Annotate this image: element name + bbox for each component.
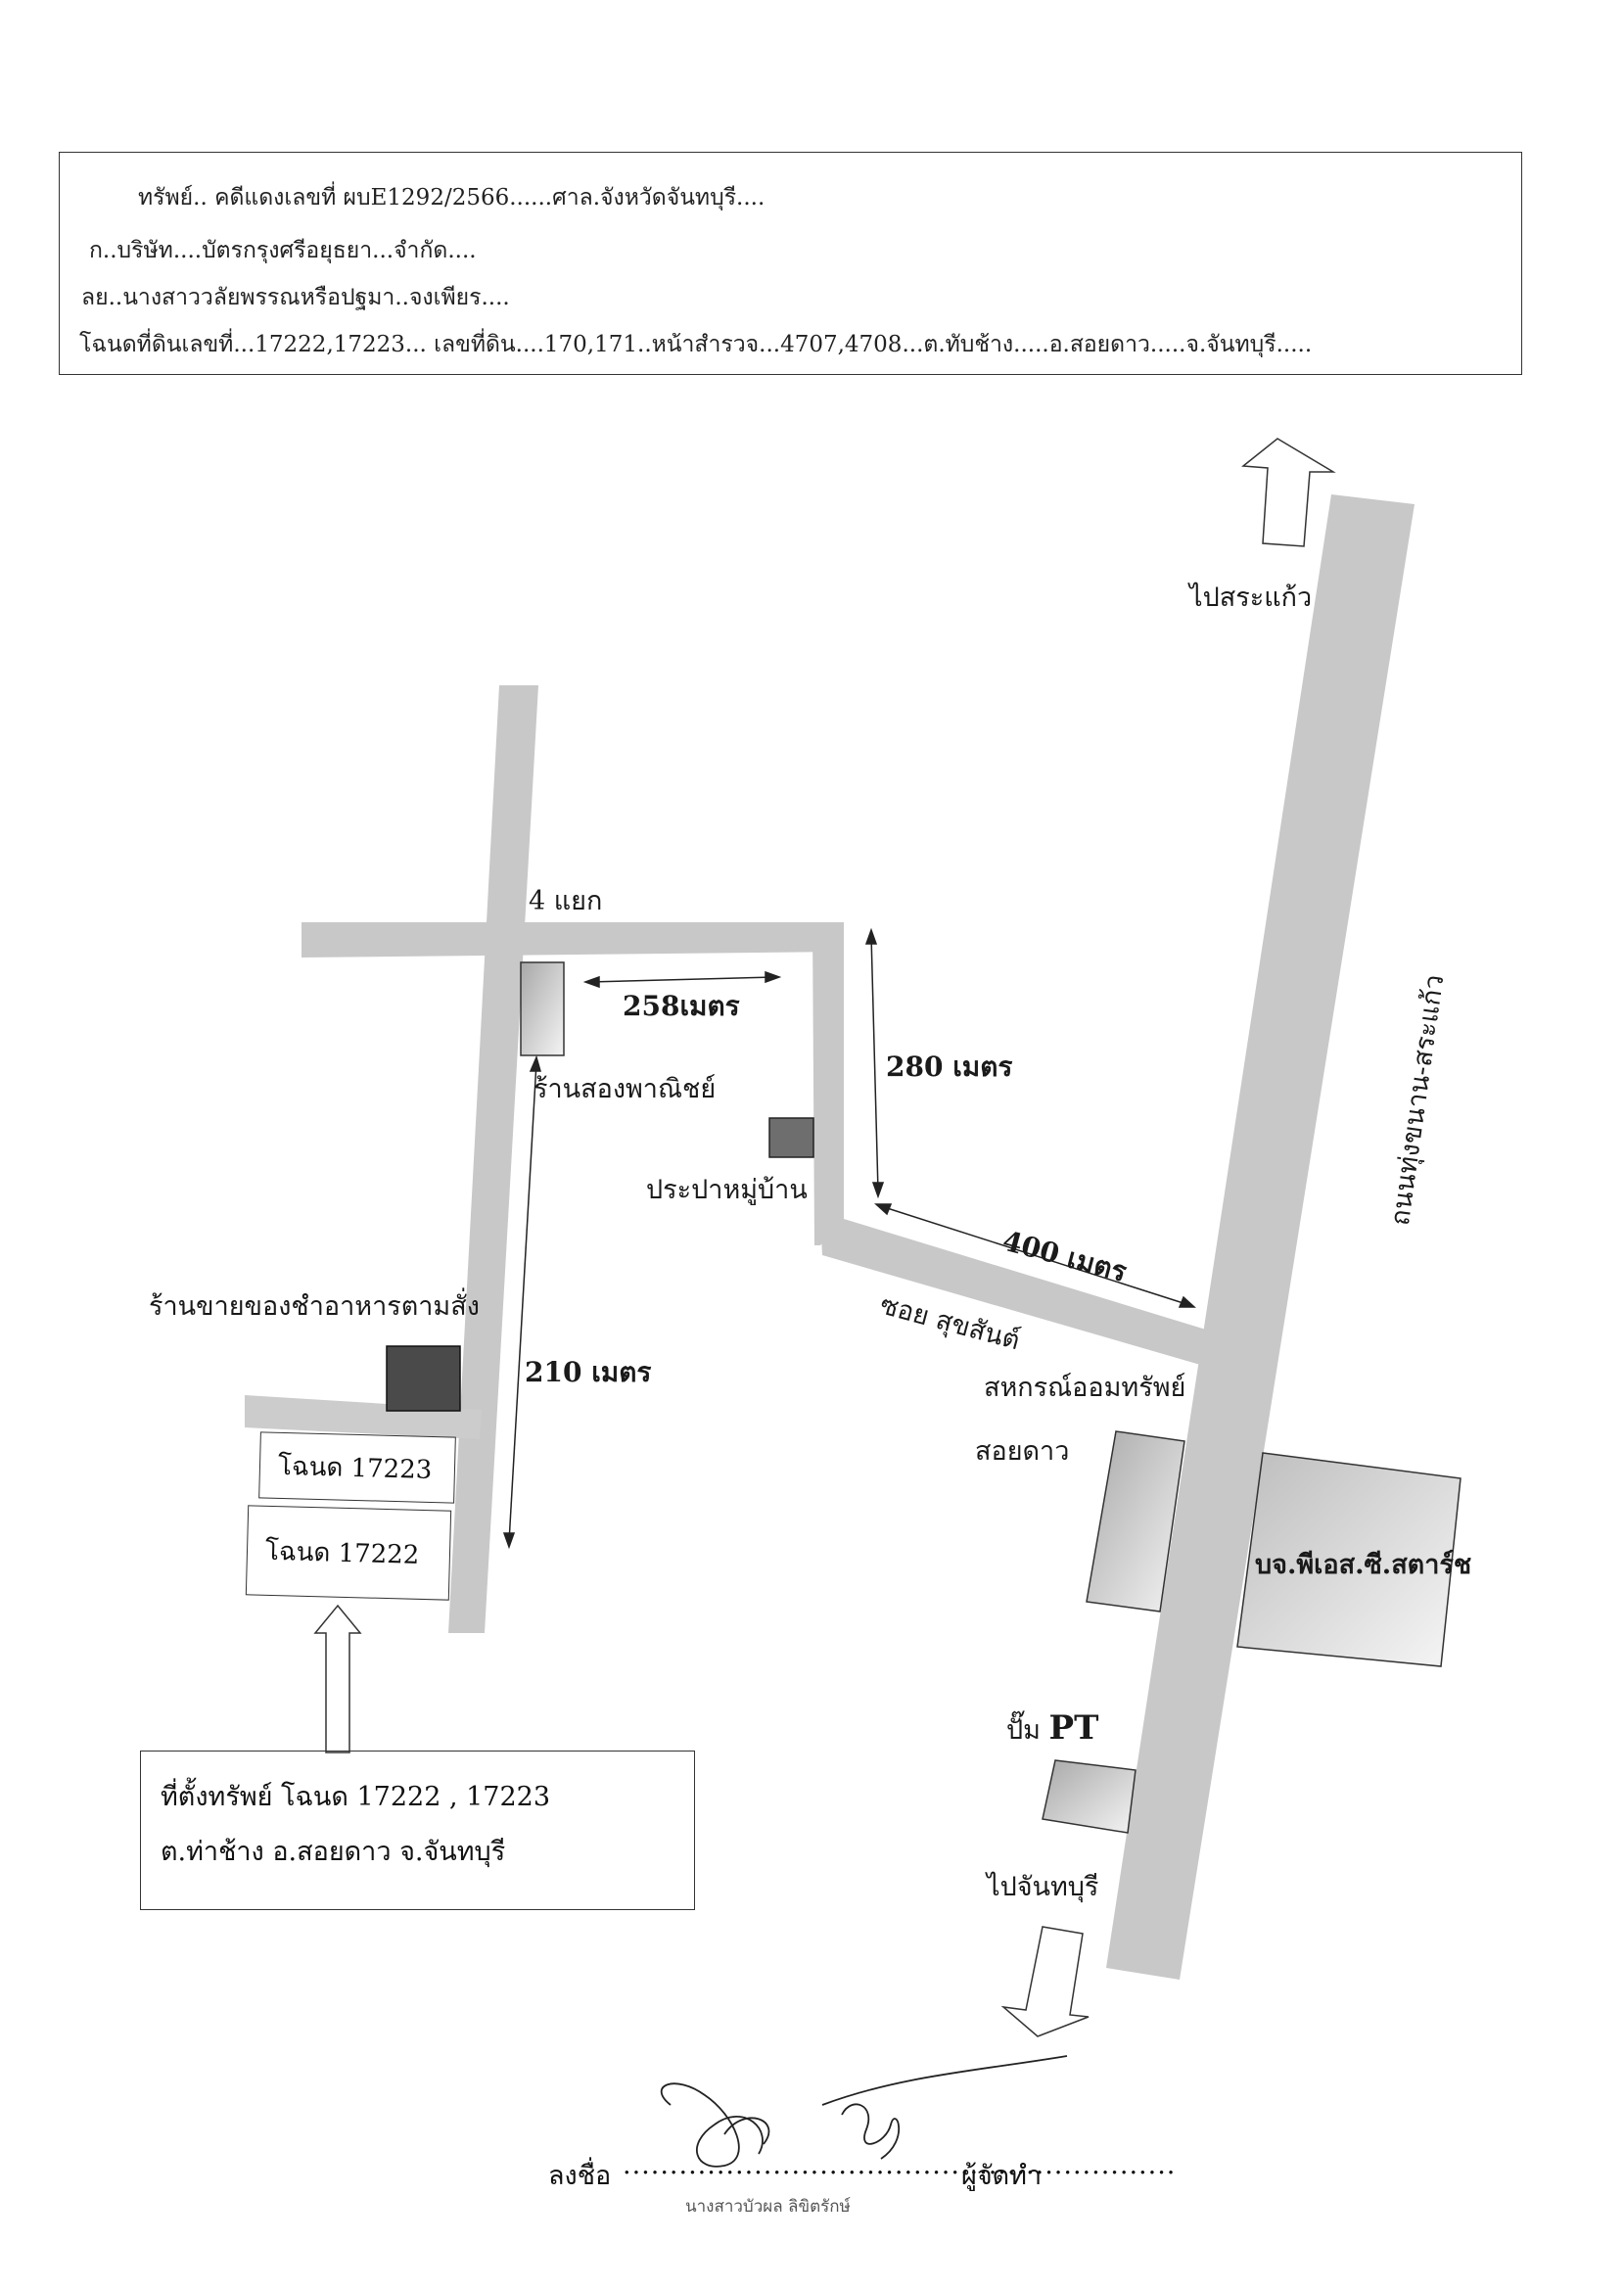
sign-label: ลงชื่อ [548,2161,612,2191]
deed-info-line: โฉนดที่ดินเลขที่...17222,17223... เลขที่… [79,332,1313,357]
local-road-horizontal [302,922,844,958]
intersection-label: 4 แยก [529,886,603,916]
to-chanthaburi-label: ไปจันทบุรี [987,1872,1099,1902]
location-pointer-arrow [313,1604,362,1753]
case-number-line: ทรัพย์.. คดีแดงเลขที่ ผบE1292/2566......… [138,185,766,210]
company-label: บจ.พีเอส.ซี.สตาร์ช [1255,1550,1472,1580]
case-info-box: ทรัพย์.. คดีแดงเลขที่ ผบE1292/2566......… [59,152,1522,375]
signature-dotted-line: ........................................… [623,2150,1177,2180]
location-line1: ที่ตั้งทรัพย์ โฉนด 17222 , 17223 [161,1782,551,1812]
food-shop-label: ร้านขายของชำอาหารตามสั่ง [149,1291,480,1322]
distance-210-label: 210 เมตร [525,1356,652,1388]
coop-building [1086,1430,1185,1612]
shop-song-building [520,961,565,1056]
signer-name: นางสาวบัวผล ลิขิตรักษ์ [685,2197,851,2217]
distance-arrow-400 [874,1203,1196,1308]
plaintiff-line: ก..บริษัท....บัตรกรุงศรีอยุธยา...จำกัด..… [89,238,477,263]
south-direction-arrow [1000,1926,1090,2037]
village-tap-label: ประปาหมู่บ้าน [646,1175,808,1205]
pump-brand: PT [1048,1708,1099,1748]
deed-17222-label: โฉนด 17222 [264,1536,420,1570]
defendant-line: ลย..นางสาววลัยพรรณหรือปฐมา..จงเพียร.... [81,285,510,310]
property-location-box: ที่ตั้งทรัพย์ โฉนด 17222 , 17223 ต.ท่าช้… [140,1751,695,1910]
coop-label-line1: สหกรณ์ออมทรัพย์ [984,1373,1186,1403]
distance-258-label: 258เมตร [623,990,740,1022]
soi-suksan-road [820,1217,1219,1369]
food-shop-building [386,1345,461,1412]
village-tap-building [768,1117,814,1158]
distance-280-label: 280 เมตร [886,1051,1013,1083]
deed-17222-plot: โฉนด 17222 [245,1505,452,1601]
preparer-role-label: ผู้จัดทำ [961,2161,1043,2191]
distance-arrow-210 [502,1054,541,1550]
deed-17223-label: โฉนด 17223 [277,1451,433,1485]
location-line2: ต.ท่าช้าง อ.สอยดาว จ.จันทบุรี [161,1837,506,1867]
coop-label-line2: สอยดาว [975,1436,1070,1467]
connector-road [812,922,844,1245]
local-road-vertical [448,685,538,1633]
pump-word: ปั๊ม [1006,1715,1041,1746]
shop-song-label: ร้านสองพาณิชย์ [534,1074,717,1104]
distance-arrow-280 [864,927,885,1199]
signature-scribble [660,2055,1068,2168]
deed-17223-plot: โฉนด 17223 [258,1431,456,1504]
company-building [1236,1452,1462,1667]
distance-arrow-258 [582,970,782,989]
to-sakaeo-label: ไปสระแก้ว [1189,583,1313,613]
north-direction-arrow [1241,438,1336,547]
main-highway [1106,494,1415,1980]
pt-pump-building [1042,1759,1137,1834]
pump-label: ปั๊ม PT [1006,1708,1098,1751]
